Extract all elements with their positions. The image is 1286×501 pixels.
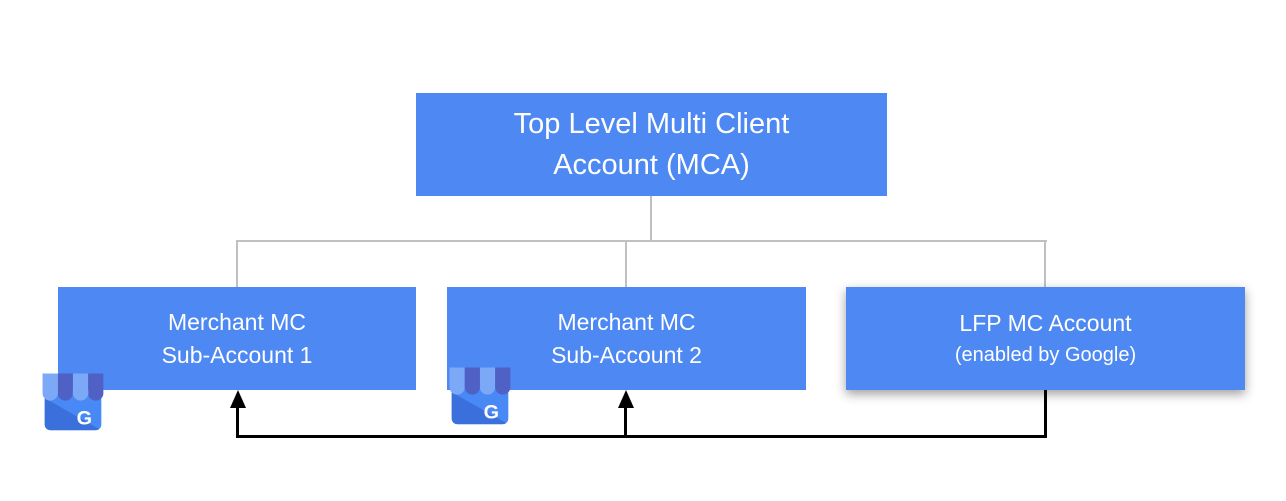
node-merchant-sub-account-1: Merchant MC Sub-Account 1 (58, 287, 416, 390)
arrowhead-to-sub2 (618, 390, 634, 408)
node-lfp-mc-account: LFP MC Account (enabled by Google) (846, 287, 1245, 390)
node-label-line: LFP MC Account (959, 310, 1132, 336)
node-label-line: Merchant MC (167, 308, 307, 335)
node-label-line: Top Level Multi Client (513, 107, 790, 140)
arrowhead-to-sub1 (230, 390, 246, 408)
connector-drop-sub2 (625, 240, 627, 287)
node-label-line: Sub-Account 2 (551, 341, 702, 368)
connector-drop-sub1 (236, 240, 238, 287)
arrow-line-up-sub2 (624, 406, 627, 438)
connector-horizontal-bus (236, 240, 1047, 242)
google-g-letter: G (484, 402, 499, 424)
node-label-line: Merchant MC (557, 308, 696, 335)
node-label-line: Account (MCA) (553, 148, 750, 181)
google-business-icon: G (449, 367, 511, 425)
connector-drop-lfp (1044, 240, 1046, 287)
arrow-line-lfp-down (1044, 390, 1047, 438)
node-label-line: Sub-Account 1 (161, 341, 313, 368)
connector-root-stem (650, 196, 652, 241)
node-top-level-mca: Top Level Multi Client Account (MCA) (416, 93, 887, 196)
node-label-line: (enabled by Google) (954, 344, 1137, 366)
google-business-icon: G (42, 373, 104, 431)
arrow-line-up-sub1 (236, 406, 239, 438)
google-g-letter: G (77, 408, 92, 430)
arrow-line-horizontal (236, 435, 1047, 438)
